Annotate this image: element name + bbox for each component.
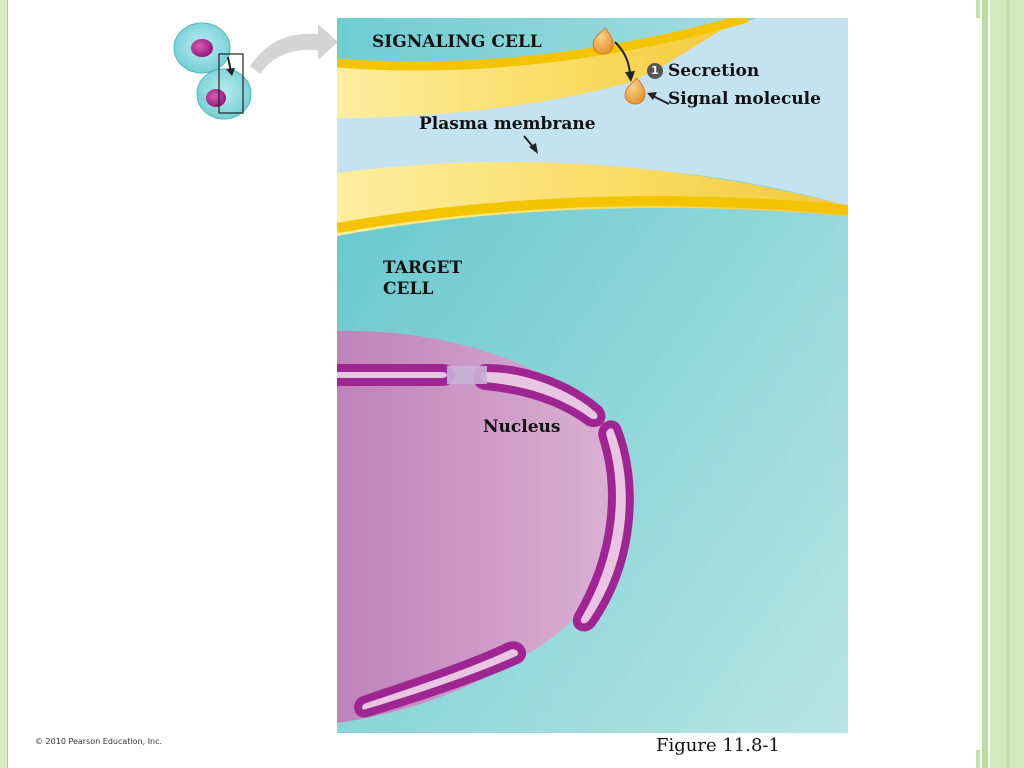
- target-cell-label: TARGET CELL: [383, 258, 463, 299]
- signal-molecule-pointer: [652, 95, 670, 105]
- signaling-cell-label: SIGNALING CELL: [372, 32, 542, 52]
- nuclear-pores: [447, 366, 487, 384]
- plasma-membrane-label: Plasma membrane: [419, 114, 596, 134]
- overview-thumbnail: [173, 22, 338, 120]
- signal-molecule-label: Signal molecule: [668, 89, 821, 109]
- paracrine-signaling-diagram: [337, 18, 848, 733]
- nuclear-envelope: [337, 363, 634, 718]
- secretion-arrow: [614, 41, 631, 75]
- nucleus-label: Nucleus: [483, 417, 561, 437]
- nucleus: [337, 330, 635, 723]
- signal-molecule-icon: [624, 77, 646, 105]
- secretion-label: Secretion: [668, 61, 760, 81]
- zoom-arrow-icon: [250, 24, 338, 74]
- slide-left-border: [0, 0, 8, 768]
- extracellular-space: [337, 18, 848, 206]
- slide-right-border: [976, 0, 1024, 768]
- step-one-badge: 1: [647, 63, 663, 79]
- zoom-region-box: [218, 53, 244, 114]
- signal-molecule-secreting-icon: [592, 27, 614, 55]
- signaling-cell-cytoplasm: [337, 18, 747, 66]
- copyright-notice: © 2010 Pearson Education, Inc.: [35, 737, 163, 746]
- figure-caption: Figure 11.8-1: [656, 735, 780, 756]
